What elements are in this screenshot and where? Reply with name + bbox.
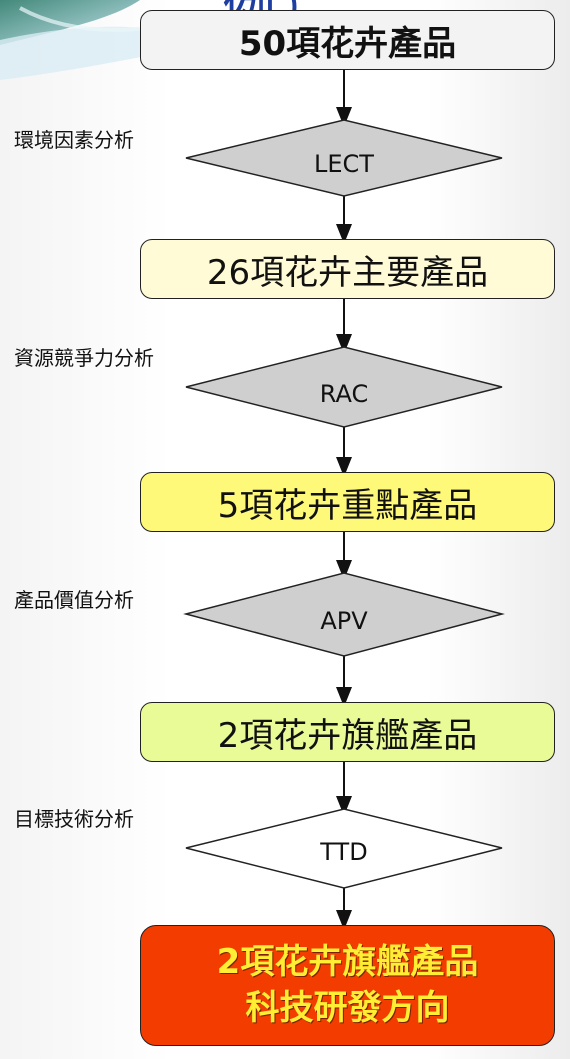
final-line-2: 科技研發方向	[245, 987, 450, 1028]
diamond-ttd	[185, 808, 503, 889]
diamond-lect	[185, 119, 503, 197]
product-box-5: 5項花卉重點產品	[140, 472, 555, 532]
final-line-1: 2項花卉旗艦產品	[216, 941, 479, 982]
diamond-label-lect: LECT	[314, 150, 374, 178]
product-box-26: 26項花卉主要產品	[140, 239, 555, 299]
diamond-label-apv: APV	[320, 607, 368, 635]
analysis-label-technology: 目標技術分析	[14, 807, 134, 831]
diamond-label-rac: RAC	[320, 380, 368, 408]
analysis-label-value: 產品價值分析	[14, 588, 134, 612]
analysis-label-resource: 資源競爭力分析	[14, 346, 154, 370]
final-result-box: 2項花卉旗艦產品 科技研發方向	[140, 925, 555, 1046]
analysis-label-environment: 環境因素分析	[14, 128, 134, 152]
diamond-apv	[183, 572, 505, 657]
diamond-rac	[185, 346, 503, 428]
diamond-label-ttd: TTD	[319, 838, 367, 866]
product-box-2: 2項花卉旗艦產品	[140, 702, 555, 762]
product-box-50: 50項花卉產品	[140, 10, 555, 70]
